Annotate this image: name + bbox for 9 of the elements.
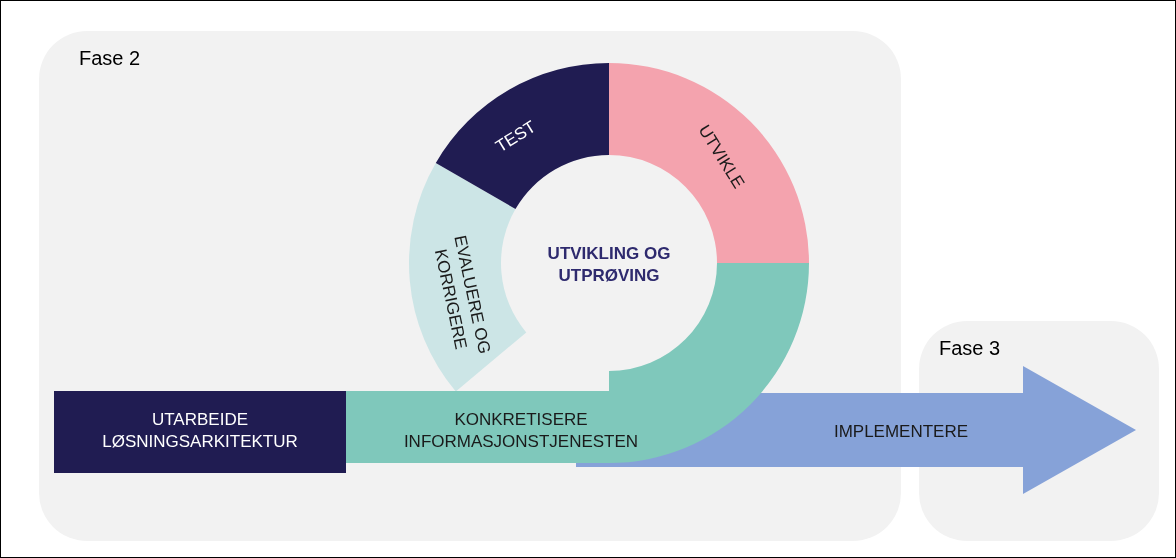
panel-title: Fase 3 — [939, 337, 1002, 359]
ring-segment — [436, 63, 609, 209]
center-label: UTVIKLING OG UTPRØVING — [546, 243, 672, 287]
process-label: KONKRETISERE INFORMASJONSTJENESTEN — [402, 409, 640, 453]
panel-title: Fase 2 — [79, 47, 142, 69]
process-box — [54, 391, 346, 473]
ring-segment — [409, 163, 526, 391]
process-label: IMPLEMENTERE — [832, 421, 970, 443]
process-label: UTARBEIDE LØSNINGSARKITEKTUR — [101, 409, 299, 453]
